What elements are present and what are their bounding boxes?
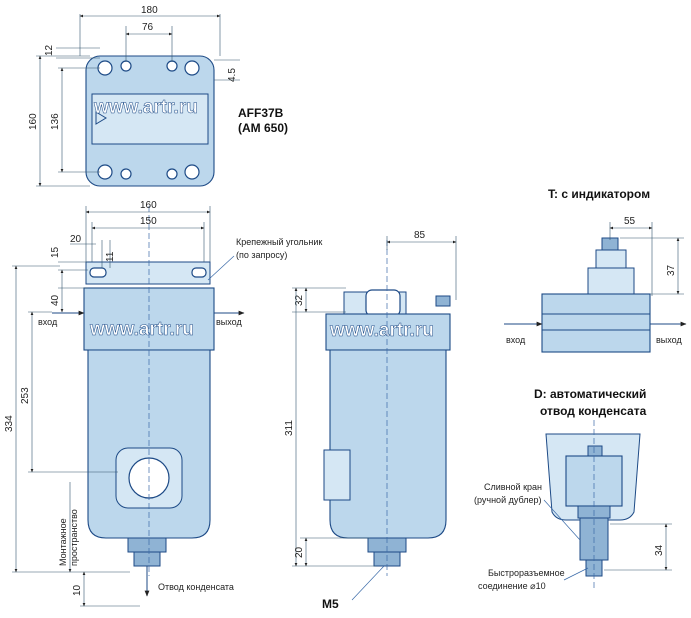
- drain-nut: [127, 537, 167, 553]
- dim-334: 334: [4, 415, 15, 432]
- front-view: www.artr.ru Отвод конденсата вход выход …: [4, 200, 322, 607]
- option-t-outlet: выход: [656, 335, 682, 345]
- auto-drain-float: [587, 445, 603, 457]
- side-port: [365, 289, 401, 317]
- bolt-icon: [184, 60, 200, 76]
- dim-34: 34: [654, 544, 665, 556]
- flow-arrow-icon: [95, 111, 107, 125]
- model-alias: (AM 650): [238, 121, 288, 135]
- dim-253: 253: [20, 387, 31, 404]
- watermark: www.artr.ru: [89, 319, 194, 340]
- dim-32: 32: [294, 294, 305, 306]
- option-t-inlet: вход: [506, 335, 526, 345]
- watermark: www.artr.ru: [93, 97, 198, 118]
- side-gauge: [435, 295, 451, 307]
- bracket-note-sub: (по запросу): [236, 250, 287, 260]
- indicator-base: [587, 267, 635, 295]
- option-t: T: с индикатором вход выход 55 37: [504, 187, 687, 353]
- side-bowl-port: [323, 449, 351, 501]
- bolt-icon: [184, 164, 200, 180]
- option-d: D: автоматический отвод конденсата Сливн…: [474, 387, 672, 591]
- option-d-title: D: автоматический: [534, 387, 646, 401]
- dim-11: 11: [105, 251, 116, 262]
- bolt-icon: [166, 60, 178, 72]
- drain-valve-label-sub: (ручной дублер): [474, 495, 541, 505]
- dim-311: 311: [284, 420, 295, 436]
- watermark: www.artr.ru: [329, 320, 434, 341]
- side-bowl: [329, 349, 447, 539]
- bracket-note: Крепежный угольник: [236, 237, 322, 247]
- coupling-label: Быстроразъемное: [488, 568, 565, 578]
- bolt-icon: [97, 164, 113, 180]
- dim-37: 37: [666, 264, 677, 276]
- dim-160-front: 160: [140, 200, 157, 211]
- dim-85: 85: [414, 230, 426, 241]
- top-view-center-band: [91, 93, 209, 145]
- option-t-title: T: с индикатором: [548, 187, 650, 201]
- indicator-body: [595, 249, 627, 269]
- model-code: AFF37B: [238, 106, 284, 120]
- drain-valve-label: Сливной кран: [484, 482, 542, 492]
- option-t-head: [541, 293, 651, 353]
- side-head: [325, 313, 451, 351]
- inlet-label: вход: [38, 317, 58, 327]
- side-view: www.artr.ru 85 32 311 20 M5: [284, 230, 457, 611]
- bolt-icon: [120, 60, 132, 72]
- dim-55: 55: [624, 216, 636, 227]
- dim-15: 15: [50, 246, 61, 258]
- bolt-icon: [120, 168, 132, 180]
- drain-valve: [133, 551, 161, 567]
- dim-76: 76: [142, 22, 154, 33]
- dim-40: 40: [50, 294, 61, 306]
- bolt-icon: [166, 168, 178, 180]
- bolt-icon: [97, 60, 113, 76]
- outlet-label: выход: [216, 317, 242, 327]
- mounting-bracket: [85, 261, 211, 285]
- dim-10: 10: [72, 584, 83, 596]
- dim-12: 12: [44, 44, 55, 56]
- drain-label: Отвод конденсата: [158, 582, 234, 592]
- bracket-slot: [191, 267, 207, 278]
- dim-20-side: 20: [294, 546, 305, 558]
- mounting-space-label-sub: пространство: [69, 509, 79, 566]
- coupling-label-sub: соединение ⌀10: [478, 581, 546, 591]
- dim-20-front: 20: [70, 234, 82, 245]
- dim-180: 180: [141, 5, 158, 16]
- thread-label: M5: [322, 597, 339, 611]
- bracket-slot: [89, 267, 107, 278]
- option-d-title-sub: отвод конденсата: [540, 404, 647, 418]
- dim-160-top: 160: [28, 113, 39, 130]
- dim-150: 150: [140, 216, 157, 227]
- mounting-space-label: Монтажное: [58, 518, 68, 566]
- dim-4-5: 4.5: [227, 68, 238, 82]
- top-view: www.artr.ru 180 76 12 4.5 160 136 AFF37B…: [28, 5, 288, 187]
- dim-136: 136: [50, 113, 61, 130]
- auto-drain-body: [565, 455, 623, 507]
